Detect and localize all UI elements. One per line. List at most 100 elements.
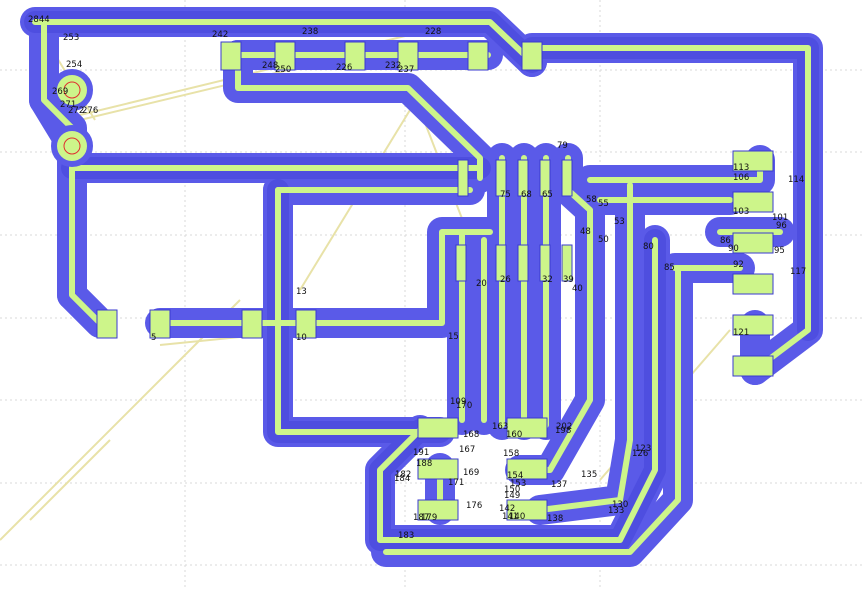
node-label: 150 bbox=[504, 485, 520, 495]
node-label: 182 bbox=[395, 470, 411, 480]
node-label: 226 bbox=[336, 63, 352, 73]
node-label: 171 bbox=[448, 478, 464, 488]
node-label: 114 bbox=[788, 175, 804, 185]
via-layer bbox=[51, 69, 93, 167]
pad bbox=[517, 244, 529, 282]
node-label: 276 bbox=[82, 106, 98, 116]
node-label: 135 bbox=[581, 470, 597, 480]
pad bbox=[457, 159, 469, 197]
node-label: 20 bbox=[476, 279, 487, 289]
node-label: 103 bbox=[733, 207, 749, 217]
node-label: 86 bbox=[720, 236, 731, 246]
round-pad bbox=[51, 125, 93, 167]
node-label: 198 bbox=[555, 426, 571, 436]
pad bbox=[397, 41, 419, 71]
node-label: 85 bbox=[664, 263, 675, 273]
pad bbox=[417, 458, 459, 480]
node-label: 242 bbox=[212, 30, 228, 40]
round-pad bbox=[51, 69, 93, 111]
node-label: 228 bbox=[425, 27, 441, 37]
pad bbox=[539, 244, 551, 282]
node-label: 232 bbox=[385, 61, 401, 71]
node-label: 96 bbox=[776, 221, 787, 231]
node-label: 202 bbox=[556, 422, 572, 432]
pad bbox=[732, 314, 774, 336]
node-label: 130 bbox=[612, 500, 628, 510]
node-label: 75 bbox=[500, 190, 511, 200]
node-label: 170 bbox=[456, 401, 472, 411]
node-label: 163 bbox=[492, 422, 508, 432]
pad bbox=[732, 273, 774, 295]
node-label: 39 bbox=[563, 275, 574, 285]
node-label: 106 bbox=[733, 173, 749, 183]
node-label: 133 bbox=[608, 506, 624, 516]
pad bbox=[506, 417, 548, 439]
node-label: 187 bbox=[413, 513, 429, 523]
node-label: 138 bbox=[547, 514, 563, 524]
node-label: 153 bbox=[510, 479, 526, 489]
node-label: 169 bbox=[463, 468, 479, 478]
node-label: 183 bbox=[398, 531, 414, 541]
pad bbox=[732, 150, 774, 172]
node-label: 13 bbox=[296, 287, 307, 297]
pad bbox=[417, 417, 459, 439]
node-label: 158 bbox=[503, 449, 519, 459]
pad-layer bbox=[96, 41, 774, 521]
node-label: 5 bbox=[151, 333, 156, 343]
drill-hole bbox=[63, 137, 81, 155]
pad bbox=[561, 159, 573, 197]
node-label: 184 bbox=[394, 474, 410, 484]
pad bbox=[455, 244, 467, 282]
node-label: 188 bbox=[416, 459, 432, 469]
pad bbox=[417, 499, 459, 521]
node-label: 80 bbox=[643, 242, 654, 252]
node-label: 269 bbox=[52, 87, 68, 97]
node-label: 167 bbox=[459, 445, 475, 455]
node-label: 176 bbox=[466, 501, 482, 511]
pad bbox=[467, 41, 489, 71]
node-label: 90 bbox=[728, 244, 739, 254]
pad bbox=[274, 41, 296, 71]
node-label: 237 bbox=[398, 65, 414, 75]
pad bbox=[732, 355, 774, 377]
node-label: 141 bbox=[502, 512, 518, 522]
node-label: 250 bbox=[275, 65, 291, 75]
pad bbox=[344, 41, 366, 71]
node-label: 160 bbox=[506, 430, 522, 440]
pad bbox=[495, 159, 507, 197]
pad bbox=[521, 41, 543, 71]
node-label: 26 bbox=[500, 275, 511, 285]
node-label: 272 bbox=[68, 106, 84, 116]
pad bbox=[732, 232, 774, 254]
node-label: 40 bbox=[572, 284, 583, 294]
pad bbox=[539, 159, 551, 197]
node-label: 68 bbox=[521, 190, 532, 200]
node-label: 126 bbox=[632, 449, 648, 459]
pad bbox=[149, 309, 171, 339]
pad bbox=[495, 244, 507, 282]
node-label: 149 bbox=[504, 491, 520, 501]
pad bbox=[220, 41, 242, 71]
node-label: 53 bbox=[614, 217, 625, 227]
node-label: 48 bbox=[580, 227, 591, 237]
node-label: 58 bbox=[586, 195, 597, 205]
node-label: 55 bbox=[598, 199, 609, 209]
node-label: 154 bbox=[507, 471, 523, 481]
node-label: 121 bbox=[733, 328, 749, 338]
pad bbox=[241, 309, 263, 339]
node-label: 79 bbox=[557, 141, 568, 151]
node-label: 271 bbox=[60, 100, 76, 110]
node-label: 238 bbox=[302, 27, 318, 37]
node-label: 117 bbox=[790, 267, 806, 277]
node-label: 15 bbox=[448, 332, 459, 342]
node-label: 65 bbox=[542, 190, 553, 200]
node-label: 109 bbox=[450, 397, 466, 407]
node-label: 92 bbox=[733, 260, 744, 270]
node-label: 10 bbox=[296, 333, 307, 343]
pad bbox=[506, 499, 548, 521]
pad bbox=[732, 191, 774, 213]
drill-hole bbox=[63, 81, 81, 99]
node-label: 137 bbox=[551, 480, 567, 490]
